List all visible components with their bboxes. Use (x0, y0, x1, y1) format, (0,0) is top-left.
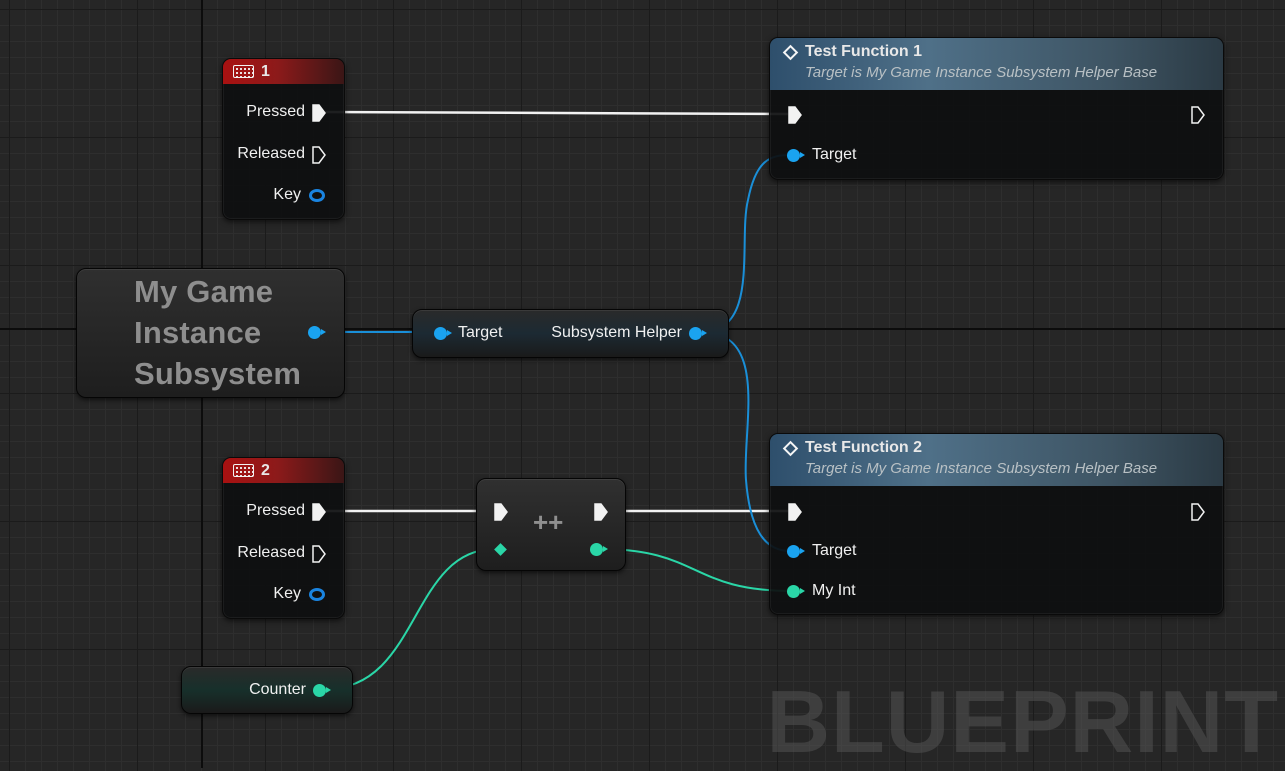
exec-out-pin-pressed[interactable] (312, 503, 326, 521)
pin-label-pressed: Pressed (246, 103, 305, 120)
counter-variable-node[interactable]: Counter (181, 666, 353, 714)
my-int-input-pin[interactable] (787, 585, 805, 598)
exec-out-pin-released[interactable] (312, 146, 326, 164)
my-int-label: My Int (812, 582, 856, 599)
key-event-title-2: 2 (261, 461, 270, 479)
test-function-node-1[interactable]: Test Function 1 Target is My Game Instan… (769, 37, 1224, 180)
pin-label-released: Released (237, 145, 305, 162)
pin-label-key: Key (273, 585, 301, 602)
keyboard-icon (233, 464, 254, 477)
subsystem-title-line3: Subsystem (134, 356, 302, 391)
function-header-1: Test Function 1 Target is My Game Instan… (770, 38, 1223, 90)
exec-out-pin-pressed[interactable] (312, 104, 326, 122)
function-header-2: Test Function 2 Target is My Game Instan… (770, 434, 1223, 486)
subsystem-title: My Game Instance Subsystem (134, 271, 301, 394)
subsystem-output-pin[interactable] (308, 326, 326, 339)
increment-label: ++ (533, 507, 564, 537)
target-input-pin[interactable] (787, 545, 805, 558)
keyboard-icon (233, 65, 254, 78)
helper-output-label: Subsystem Helper (551, 324, 682, 341)
exec-out-pin[interactable] (594, 503, 608, 521)
int-output-pin[interactable] (590, 543, 608, 556)
subsystem-getter-node[interactable]: My Game Instance Subsystem (76, 268, 345, 398)
key-struct-pin[interactable] (309, 588, 325, 601)
helper-output-pin[interactable] (689, 327, 707, 340)
counter-output-pin[interactable] (313, 684, 331, 697)
pin-label-pressed: Pressed (246, 502, 305, 519)
function-subtitle-1: Target is My Game Instance Subsystem Hel… (805, 64, 1158, 81)
pin-label-key: Key (273, 186, 301, 203)
helper-target-label: Target (458, 324, 503, 341)
key-event-node-2[interactable]: 2 Pressed Released Key (222, 457, 345, 619)
exec-in-pin[interactable] (788, 106, 802, 124)
exec-out-pin[interactable] (1191, 106, 1205, 124)
exec-in-pin[interactable] (788, 503, 802, 521)
blueprint-watermark: BLUEPRINT (766, 672, 1279, 771)
key-event-node-1[interactable]: 1 Pressed Released Key (222, 58, 345, 220)
exec-out-pin-released[interactable] (312, 545, 326, 563)
function-diamond-icon (782, 440, 799, 456)
function-subtitle-2: Target is My Game Instance Subsystem Hel… (805, 460, 1158, 477)
counter-label: Counter (249, 681, 306, 698)
int-wire-myint[interactable] (599, 548, 793, 592)
helper-getter-node[interactable]: Target Subsystem Helper (412, 309, 729, 358)
increment-node[interactable]: ++ (476, 478, 626, 571)
object-wire-helper-to-fn2[interactable] (701, 331, 791, 552)
target-label: Target (812, 542, 857, 559)
exec-in-pin[interactable] (494, 503, 508, 521)
helper-target-input-pin[interactable] (434, 327, 452, 340)
exec-out-pin[interactable] (1191, 503, 1205, 521)
function-title-2: Test Function 2 (805, 439, 923, 456)
key-event-header-1: 1 (223, 59, 344, 84)
subsystem-title-line1: My Game (134, 274, 274, 309)
key-struct-pin[interactable] (309, 189, 325, 202)
exec-wire-1[interactable] (324, 110, 789, 116)
int-ref-input-pin[interactable] (494, 543, 507, 556)
key-event-title-1: 1 (261, 62, 270, 80)
pin-label-released: Released (237, 544, 305, 561)
test-function-node-2[interactable]: Test Function 2 Target is My Game Instan… (769, 433, 1224, 615)
target-input-pin[interactable] (787, 149, 805, 162)
int-wire-counter[interactable] (325, 548, 496, 690)
function-diamond-icon (782, 44, 799, 60)
subsystem-title-line2: Instance (134, 315, 262, 350)
target-label: Target (812, 146, 857, 163)
object-wire-helper-to-fn1[interactable] (701, 154, 791, 333)
function-title-1: Test Function 1 (805, 43, 923, 60)
key-event-header-2: 2 (223, 458, 344, 483)
